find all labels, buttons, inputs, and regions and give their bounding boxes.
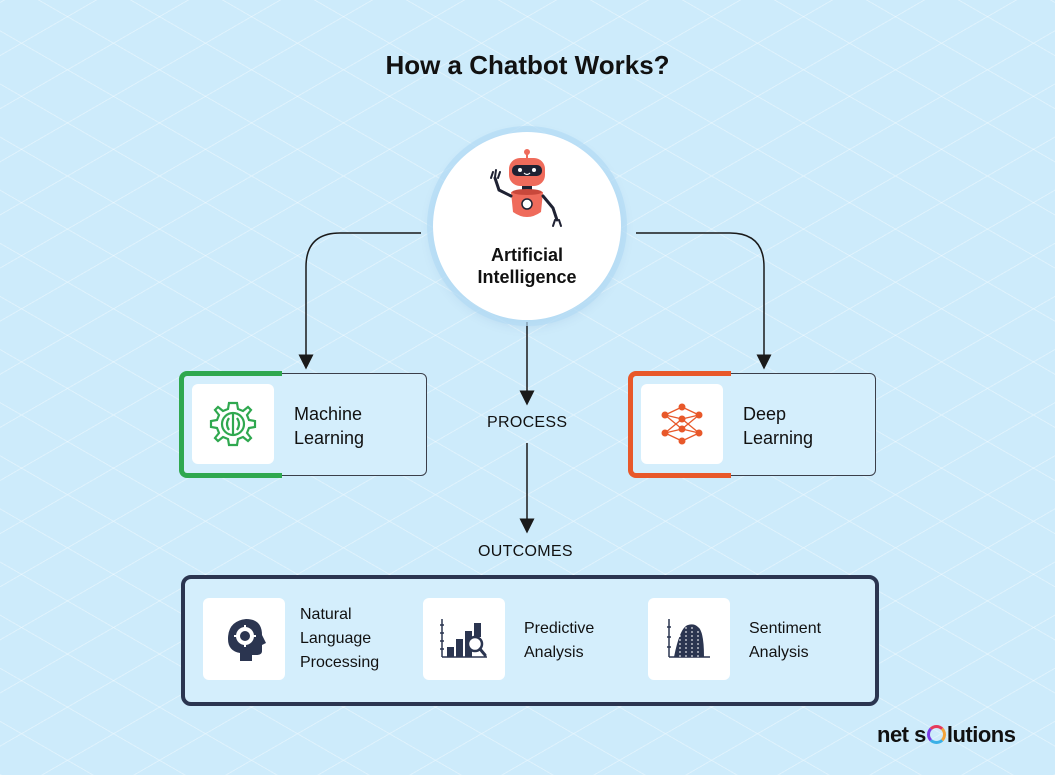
process-label: PROCESS xyxy=(487,414,568,431)
dl-label-line2: Learning xyxy=(743,428,814,448)
logo-text-part2: lutions xyxy=(946,722,1016,747)
bar-chart-search-icon xyxy=(440,619,487,658)
head-gear-icon xyxy=(228,619,266,661)
nlp-label-line2: Language xyxy=(300,630,372,647)
ml-icon-box xyxy=(192,384,274,464)
robot-icon xyxy=(490,149,562,227)
nlp-label-line1: Natural xyxy=(300,606,352,623)
neural-network-icon xyxy=(661,403,703,445)
logo-text-part1: net s xyxy=(877,722,926,747)
dl-icon-box xyxy=(641,384,723,464)
ml-accent-bar xyxy=(179,371,282,478)
deep-learning-card: Deep Learning xyxy=(628,371,876,478)
distribution-chart-icon xyxy=(667,619,710,658)
logo-o-icon xyxy=(926,725,946,744)
ml-label-line2: Learning xyxy=(294,428,365,448)
dl-label-line1: Deep xyxy=(743,404,787,424)
predictive-label-line2: Analysis xyxy=(524,644,584,661)
outcomes-box: Natural Language Processing Predictive A… xyxy=(181,575,879,706)
machine-learning-card: Machine Learning xyxy=(179,371,427,478)
nlp-icon-box xyxy=(203,598,285,680)
ml-label-line1: Machine xyxy=(294,404,363,424)
net-solutions-logo: net s lutions xyxy=(877,722,1016,748)
outcomes-label: OUTCOMES xyxy=(478,543,573,560)
ai-label-line1: Artificial xyxy=(490,245,564,265)
connector-ai-to-ml xyxy=(298,232,421,370)
nlp-label-line3: Processing xyxy=(300,654,380,671)
sentiment-label-line2: Analysis xyxy=(749,644,809,661)
sentiment-icon-box xyxy=(648,598,730,680)
predictive-icon-box xyxy=(423,598,505,680)
sentiment-label-line1: Sentiment xyxy=(749,620,822,637)
dl-accent-bar xyxy=(628,371,731,478)
ai-node: Artificial Intelligence xyxy=(433,132,621,320)
ml-gear-icon xyxy=(209,401,257,447)
ai-label-line2: Intelligence xyxy=(477,267,577,287)
page-title: How a Chatbot Works? xyxy=(385,50,670,80)
connector-ai-to-dl xyxy=(636,232,772,370)
predictive-label-line1: Predictive xyxy=(524,620,595,637)
